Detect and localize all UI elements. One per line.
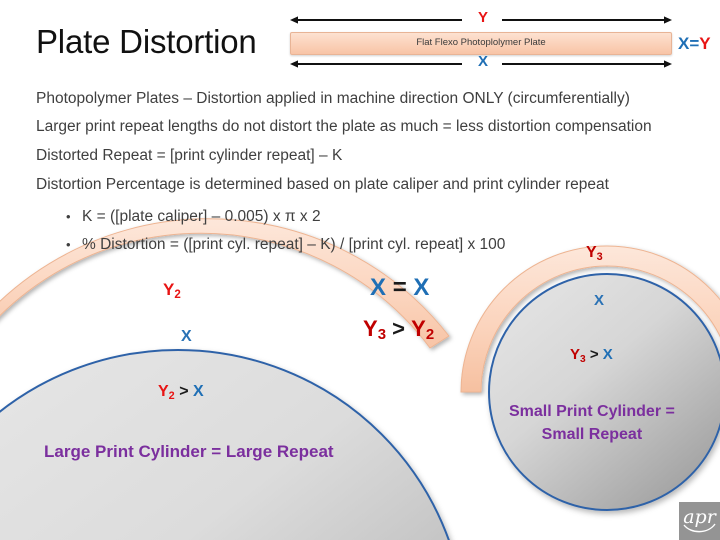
small-cylinder-caption: Small Print Cylinder = Small Repeat bbox=[509, 400, 675, 446]
large-cylinder-surface-label: X bbox=[181, 328, 192, 345]
small-comparison-left: Y bbox=[570, 346, 581, 363]
small-cylinder-plate-label: Y3 bbox=[586, 244, 603, 263]
center-inequality-left-sub: 3 bbox=[377, 326, 387, 343]
large-comparison-left-sub: 2 bbox=[168, 390, 175, 402]
large-cylinder-comparison: Y2 > X bbox=[158, 383, 204, 402]
small-plate-label-sub: 3 bbox=[596, 251, 603, 263]
body-line-2: Larger print repeat lengths do not disto… bbox=[36, 118, 652, 135]
plate-equality-operator: = bbox=[689, 34, 700, 53]
small-cylinder-plate-arc bbox=[460, 245, 720, 393]
large-cylinder-plate-label: Y2 bbox=[163, 280, 181, 301]
dimension-label-y: Y bbox=[478, 9, 489, 26]
plate-equality-label: X=Y bbox=[678, 34, 711, 54]
dimension-label-x: X bbox=[478, 53, 489, 70]
top-dimension-arrow bbox=[290, 14, 672, 26]
center-inequality-right-sub: 2 bbox=[425, 326, 435, 343]
large-comparison-right: X bbox=[192, 383, 204, 400]
body-line-4: Distortion Percentage is determined base… bbox=[36, 176, 609, 193]
small-cylinder-body bbox=[488, 273, 720, 511]
apr-logo-text: apr bbox=[683, 506, 716, 528]
bullet-item-2-label: % Distortion = ([print cyl. repeat] – K)… bbox=[82, 236, 506, 253]
small-cylinder-caption-line-2: Small Repeat bbox=[541, 426, 643, 443]
flat-plate-bar: Flat Flexo Photoplolymer Plate bbox=[290, 32, 672, 55]
center-inequality-left: Y bbox=[363, 316, 378, 341]
large-plate-label-sub: 2 bbox=[174, 289, 181, 301]
small-plate-label-letter: Y bbox=[586, 244, 597, 261]
large-comparison-op: > bbox=[179, 383, 189, 400]
center-equality: X = X bbox=[370, 274, 429, 302]
center-inequality-operator: > bbox=[392, 316, 405, 341]
plate-equality-y: Y bbox=[699, 34, 711, 53]
bullet-glyph-icon: • bbox=[66, 209, 71, 224]
bullet-item-2: • % Distortion = ([print cyl. repeat] – K… bbox=[66, 236, 505, 254]
bullet-glyph-icon: • bbox=[66, 237, 71, 252]
small-comparison-operator: > bbox=[589, 346, 599, 363]
small-comparison-right: X bbox=[602, 346, 613, 363]
center-equality-left: X bbox=[370, 274, 387, 301]
small-cylinder-surface-label: X bbox=[594, 292, 605, 309]
large-comparison-left: Y bbox=[158, 383, 169, 400]
small-cylinder-group bbox=[460, 245, 720, 511]
bullet-item-1-label: K = ([plate caliper] – 0.005) x π x 2 bbox=[82, 208, 321, 225]
page-title: Plate Distortion bbox=[36, 23, 257, 60]
center-equality-operator: = bbox=[392, 274, 407, 301]
small-comparison-left-sub: 3 bbox=[580, 354, 586, 365]
flat-plate-bar-label: Flat Flexo Photoplolymer Plate bbox=[416, 37, 546, 48]
bottom-dimension-arrow bbox=[290, 58, 672, 70]
apr-logo-swoosh-icon bbox=[683, 523, 716, 533]
bullet-item-1: • K = ([plate caliper] – 0.005) x π x 2 bbox=[66, 208, 321, 226]
large-cylinder-plate-arc bbox=[0, 218, 450, 349]
large-cylinder-body bbox=[0, 349, 450, 540]
body-line-3: Distorted Repeat = [print cylinder repea… bbox=[36, 147, 343, 164]
small-cylinder-comparison: Y3 > X bbox=[570, 346, 613, 365]
large-plate-label-letter: Y bbox=[163, 280, 175, 299]
center-inequality: Y3 > Y2 bbox=[363, 316, 435, 343]
small-cylinder-caption-line-1: Small Print Cylinder = bbox=[509, 403, 675, 420]
center-inequality-right: Y bbox=[411, 316, 426, 341]
center-equality-right: X bbox=[413, 274, 430, 301]
plate-equality-x: X bbox=[678, 34, 690, 53]
flat-plate-diagram: Y Flat Flexo Photoplolymer Plate X X=Y bbox=[286, 9, 711, 74]
large-cylinder-group bbox=[0, 218, 450, 540]
apr-logo: apr bbox=[679, 502, 720, 540]
body-line-1: Photopolymer Plates – Distortion applied… bbox=[36, 90, 630, 107]
large-cylinder-caption: Large Print Cylinder = Large Repeat bbox=[44, 442, 334, 461]
